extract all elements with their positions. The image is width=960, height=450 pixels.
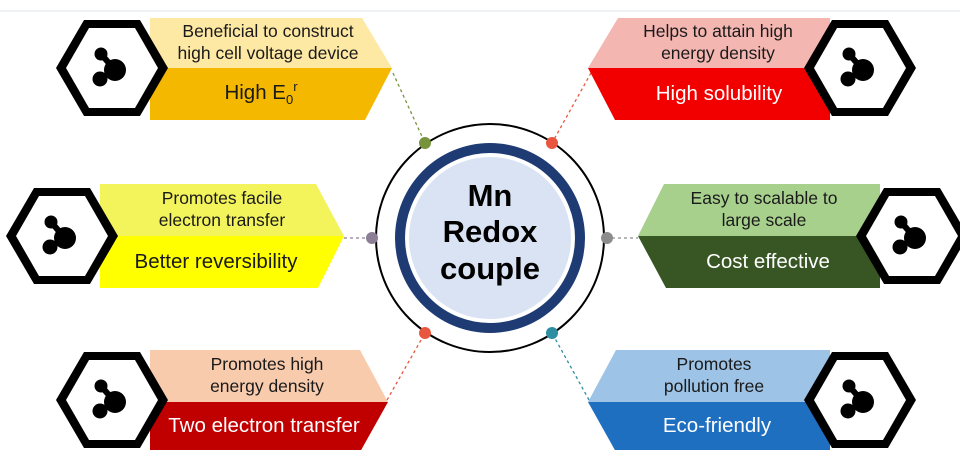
description-line: Promotes (676, 354, 752, 375)
title-superscript: r (293, 79, 298, 95)
title-main: High solubility (655, 82, 783, 106)
ring-dot-5 (419, 327, 431, 339)
banner-6-description: Promotes pollution free (598, 350, 830, 402)
ring-dots (366, 137, 613, 339)
banner-2-description: Helps to attain high energy density (600, 18, 836, 68)
connector-5 (386, 332, 426, 401)
molecule-icon (56, 352, 168, 448)
description-line: energy density (661, 43, 775, 63)
title-subscript: 0 (285, 92, 294, 108)
molecule-icon (856, 188, 960, 284)
description-line: Helps to attain high (643, 21, 793, 42)
description-line: Promotes high (210, 354, 324, 375)
ring-dot-4 (601, 232, 613, 244)
banner-6-sub (588, 350, 830, 402)
banner-4-title: Cost effective (656, 236, 880, 288)
banner-1-sub (150, 18, 392, 68)
banner-5-main (150, 402, 388, 450)
molecule-icon (804, 352, 916, 448)
banner-3-sub (100, 184, 344, 236)
banner-6-title: Eco-friendly (604, 402, 830, 450)
description-line: Beneficial to construct (182, 21, 354, 42)
banner-3-title: Better reversibility (104, 236, 328, 288)
center-title-line: Mn (467, 177, 513, 213)
description-line: Promotes facile (161, 188, 283, 209)
banner-1-title: High E0r (150, 68, 372, 120)
title-main: High E (224, 81, 286, 105)
banner-2-title: High solubility (608, 68, 830, 120)
ring-dot-3 (366, 232, 378, 244)
center-title-line: couple (440, 250, 540, 286)
hexagon-badges (6, 20, 960, 448)
banner-1-description: Beneficial to construct high cell voltag… (150, 18, 386, 68)
molecule-icon (804, 20, 916, 116)
banners (100, 18, 880, 450)
connectors (344, 72, 638, 401)
banner-1-main (150, 68, 392, 120)
banner-5-description: Promotes high energy density (150, 350, 384, 402)
connector-2 (551, 72, 592, 144)
description-line: electron transfer (158, 210, 286, 230)
ring-dot-1 (419, 137, 431, 149)
banner-2-main (588, 68, 830, 120)
banner-3-main (100, 236, 344, 288)
center-title: Mn Redox couple (400, 170, 580, 295)
banner-4-main (638, 236, 880, 288)
banner-4-sub (638, 184, 880, 236)
banner-5-sub (150, 350, 388, 402)
banner-6-main (588, 402, 830, 450)
connector-1 (392, 72, 426, 144)
center-disc (405, 153, 575, 323)
title-main: Two electron transfer (168, 414, 360, 438)
banner-2-sub (588, 18, 830, 68)
description-line: energy density (210, 376, 324, 396)
molecule-icon (56, 20, 168, 116)
banner-5-title: Two electron transfer (150, 402, 378, 450)
ring-dot-6 (546, 327, 558, 339)
description-line: high cell voltage device (177, 43, 359, 63)
center-title-line: Redox (442, 214, 538, 250)
description-line: Easy to scalable to (690, 188, 838, 209)
title-main: Eco-friendly (662, 414, 772, 438)
banner-4-description: Easy to scalable to large scale (648, 184, 880, 236)
ring-dot-2 (546, 137, 558, 149)
banner-3-description: Promotes facile electron transfer (104, 184, 340, 236)
title-text: High E0r (224, 79, 297, 108)
description-line: large scale (721, 210, 807, 230)
title-main: Cost effective (706, 250, 830, 274)
molecule-icon (6, 188, 118, 284)
connector-6 (551, 332, 590, 401)
description-line: pollution free (663, 376, 765, 396)
title-main: Better reversibility (134, 250, 298, 274)
